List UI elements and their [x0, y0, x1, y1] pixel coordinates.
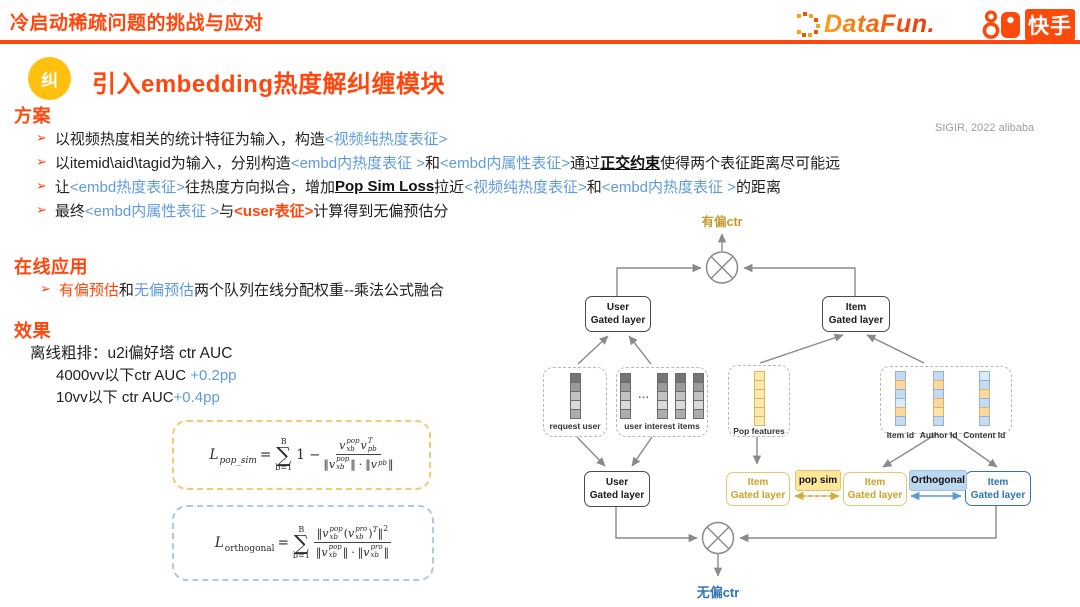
unbiased-ctr-label: 无偏ctr: [696, 585, 740, 600]
bullet-arrow-icon: ➢: [36, 154, 47, 169]
text-run: 以视频热度相关的统计特征为输入，构造: [54, 130, 325, 148]
bullet-arrow-icon: ➢: [40, 281, 51, 296]
embedding-vector: [692, 373, 704, 419]
metric-delta: +0.4pp: [173, 389, 220, 406]
highlight-bold-underline: Pop Sim Loss: [334, 177, 435, 195]
header-rule: [0, 40, 1080, 44]
biased-ctr-label: 有偏ctr: [701, 215, 743, 229]
text-run: 最终: [54, 202, 85, 220]
effect-line-2: 4000vv以下ctr AUC +0.2pp: [56, 364, 237, 385]
text-run: 10vv以下 ctr AUC: [56, 389, 174, 406]
pop-features-box: Pop features: [728, 365, 790, 437]
effect-line-3: 10vv以下 ctr AUC+0.4pp: [56, 386, 220, 407]
plan-bullet-1: ➢ 以视频热度相关的统计特征为输入，构造<视频纯热度表征>: [36, 126, 840, 150]
embedding-vector: [933, 371, 945, 426]
bullet-arrow-icon: ➢: [36, 178, 47, 193]
section-heading-plan: 方案: [14, 106, 51, 126]
text-run: 和: [425, 154, 441, 172]
page-title: 冷启动稀疏问题的挑战与应对: [10, 13, 264, 34]
citation-text: SIGIR, 2022 alibaba: [935, 122, 1035, 134]
online-bullet-1: ➢ 有偏预估和无偏预估两个队列在线分配权重--乘法公式融合: [40, 277, 444, 301]
text-run: 往热度方向拟合，增加: [184, 178, 335, 196]
highlight-blue: <embd内热度表征 >: [290, 154, 426, 172]
user-interest-items-box: ... user interest items: [616, 367, 708, 437]
embedding-vector: [978, 371, 990, 426]
kuaishou-logo: 快手: [982, 8, 1075, 42]
highlight-blue: <embd热度表征>: [69, 178, 185, 196]
plan-bullet-list: ➢ 以视频热度相关的统计特征为输入，构造<视频纯热度表征> ➢ 以itemid\…: [36, 126, 840, 222]
datafun-logo: DataFun.: [796, 10, 935, 39]
text-run: 拉近: [434, 178, 465, 196]
highlight-blue: <embd内属性表征>: [440, 154, 571, 172]
plan-bullet-2: ➢ 以itemid\aid\tagid为输入，分别构造<embd内热度表征 >和…: [36, 150, 840, 174]
slide-title: 引入embedding热度解纠缠模块: [92, 71, 446, 98]
bullet-arrow-icon: ➢: [36, 130, 47, 145]
highlight-blue: 无偏预估: [133, 281, 194, 299]
item-ids-box: Item id Author Id Content Id: [880, 366, 1012, 440]
metric-delta: +0.2pp: [190, 367, 237, 384]
text-run: 与: [219, 202, 235, 220]
text-run: 让: [54, 178, 70, 196]
plan-bullet-4: ➢ 最终<embd内属性表征 >与<user表征>计算得到无偏预估分: [36, 198, 840, 222]
bullet-arrow-icon: ➢: [36, 202, 47, 217]
formula-lhs: L: [214, 534, 224, 551]
kuaishou-camera-icon: [982, 10, 1020, 39]
kuaishou-logo-text: 快手: [1025, 9, 1075, 41]
text-run: 的距离: [735, 178, 781, 196]
pop-sim-badge: pop sim: [795, 470, 841, 491]
topic-badge: 纠: [28, 57, 71, 100]
ellipsis: ...: [638, 390, 650, 401]
highlight-blue: <视频纯热度表征>: [464, 178, 587, 196]
text-run: 和: [118, 281, 134, 299]
summation: B∑b=1: [275, 436, 293, 473]
highlight-bold-underline: 正交约束: [600, 154, 661, 172]
orthogonal-badge: Orthogonal: [909, 470, 967, 491]
embedding-vector: [753, 371, 765, 426]
section-heading-online: 在线应用: [14, 257, 88, 277]
datafun-logo-text: DataFun.: [824, 10, 935, 38]
text-run: 使得两个表征距离尽可能远: [660, 154, 841, 172]
embedding-vector: [674, 373, 686, 419]
summation: B∑b=1: [292, 524, 310, 561]
highlight-orange: 有偏预估: [58, 281, 119, 299]
highlight-blue: <embd内属性表征 >: [84, 202, 220, 220]
formula-lhs: L: [209, 446, 219, 463]
text-run: 计算得到无偏预估分: [313, 202, 449, 220]
highlight-blue: <embd内热度表征 >: [601, 178, 736, 196]
text-run: 4000vv以下ctr AUC: [56, 367, 191, 384]
embedding-vector: [894, 371, 906, 426]
datafun-dots-icon: [797, 12, 820, 37]
text-run: 两个队列在线分配权重--乘法公式融合: [193, 281, 444, 299]
highlight-blue: <视频纯热度表征>: [324, 130, 448, 148]
text-run: 以itemid\aid\tagid为输入，分别构造: [54, 154, 291, 172]
request-user-box: request user: [543, 367, 607, 437]
embedding-vector: [620, 373, 632, 419]
effect-line-1: 离线粗排：u2i偏好塔 ctr AUC: [30, 345, 233, 362]
highlight-orange-bold: <user表征>: [234, 202, 314, 220]
embedding-vector: [656, 373, 668, 419]
text-run: 通过: [570, 154, 601, 172]
embedding-vector: [569, 373, 581, 419]
text-run: 和: [586, 178, 602, 196]
section-heading-effect: 效果: [14, 321, 51, 341]
